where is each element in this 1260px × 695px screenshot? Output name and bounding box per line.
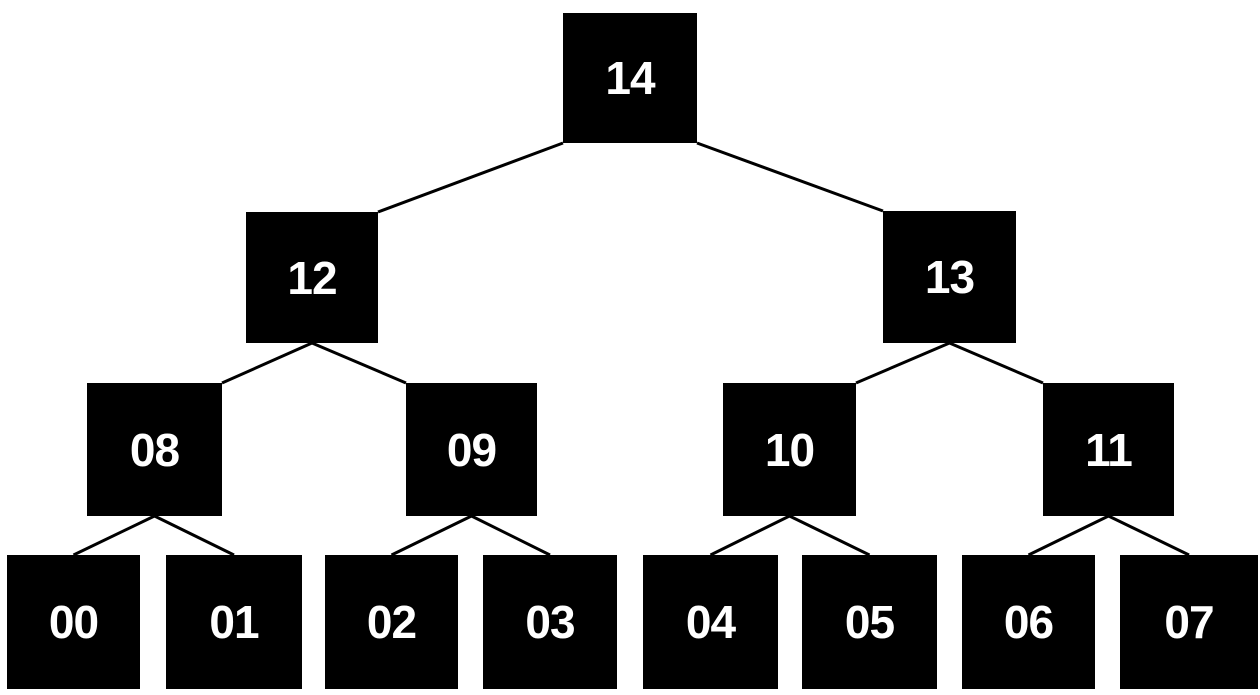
tree-edge-n12-n08	[221, 341, 313, 385]
tree-node-label: 11	[1085, 423, 1133, 476]
tree-node-label: 02	[366, 596, 417, 648]
tree-node-10: 10	[723, 383, 856, 516]
tree-node-13: 13	[883, 211, 1016, 343]
tree-node-label: 12	[287, 251, 337, 304]
tree-node-02: 02	[325, 555, 458, 689]
tree-node-label: 06	[1003, 596, 1054, 648]
tree-node-14: 14	[563, 13, 697, 143]
tree-node-label: 07	[1164, 596, 1214, 648]
tree-edge-n11-n07	[1107, 514, 1190, 557]
tree-node-03: 03	[483, 555, 617, 689]
tree-node-label: 10	[764, 423, 815, 476]
tree-edge-n10-n04	[709, 514, 791, 557]
tree-node-label: 05	[844, 596, 895, 648]
tree-edge-n13-n11	[948, 341, 1044, 385]
tree-edge-n11-n06	[1027, 514, 1110, 557]
tree-node-label: 13	[924, 251, 975, 303]
tree-node-label: 00	[48, 596, 99, 648]
tree-node-09: 09	[406, 383, 537, 516]
tree-node-11: 11	[1043, 383, 1174, 516]
tree-node-05: 05	[802, 555, 937, 689]
tree-edge-n14-n12	[377, 141, 564, 214]
tree-edge-n08-n00	[72, 514, 156, 557]
tree-edge-n09-n02	[390, 514, 473, 557]
tree-node-label: 03	[525, 596, 575, 648]
tree-node-label: 01	[209, 596, 259, 648]
tree-node-06: 06	[962, 555, 1095, 689]
tree-node-label: 14	[605, 52, 655, 104]
tree-edge-n12-n09	[311, 341, 407, 385]
tree-node-04: 04	[643, 555, 778, 689]
tree-node-07: 07	[1120, 555, 1258, 689]
tree-node-12: 12	[246, 212, 378, 343]
tree-node-label: 08	[129, 423, 180, 476]
tree-edge-n09-n03	[470, 514, 551, 557]
tree-node-01: 01	[166, 555, 302, 689]
tree-edge-n13-n10	[855, 341, 951, 385]
tree-edge-n14-n13	[696, 141, 884, 213]
tree-node-00: 00	[7, 555, 140, 689]
tree-node-label: 09	[446, 423, 497, 476]
tree-node-08: 08	[87, 383, 222, 516]
tree-edge-n10-n05	[788, 514, 871, 557]
tree-node-label: 04	[685, 596, 736, 648]
tree-edge-n08-n01	[153, 514, 235, 557]
